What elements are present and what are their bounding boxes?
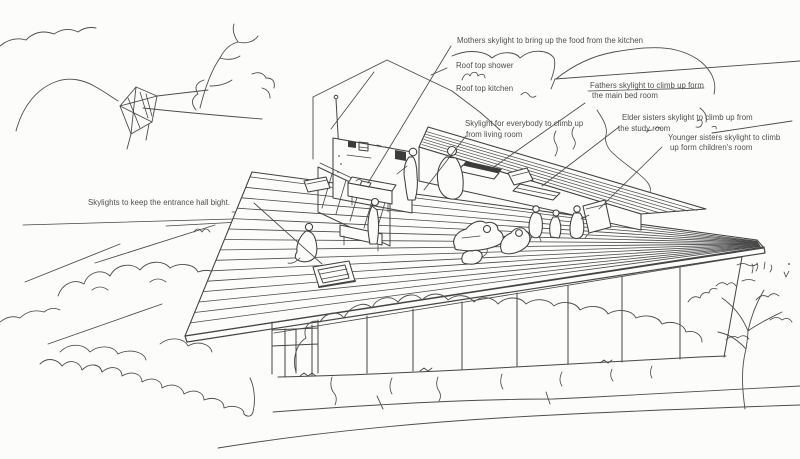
figure-child-2 [549, 209, 562, 239]
mullions [284, 267, 681, 378]
roof-plank-lines [190, 176, 761, 324]
appliance-dark-3 [395, 150, 406, 161]
bushes-bottom-left [39, 338, 255, 417]
plank-line [425, 133, 688, 212]
leader-everybody [423, 135, 467, 191]
label-elder-sisters-line2: the study room [618, 124, 670, 133]
hill-left [15, 78, 119, 132]
peaked-hill-center [312, 59, 501, 160]
road-edge [217, 404, 800, 449]
plank-line [194, 245, 761, 313]
label-mothers-skylight: Mothers skylight to bring up the food fr… [457, 36, 643, 45]
label-fathers-skylight-line1: Fathers skylight to climb up form [590, 81, 704, 90]
figure-seated-kitchen [436, 145, 464, 200]
pylon [119, 86, 158, 150]
appliance-dark-1 [348, 141, 356, 148]
skylight-hatch-entrance [312, 260, 356, 288]
shower-scribble [461, 71, 486, 81]
facade-base [277, 355, 727, 378]
plank-line [245, 186, 758, 242]
plank-line [422, 141, 661, 214]
figure-standing-kitchen [396, 147, 418, 201]
figure-inside-glass [367, 197, 380, 245]
leader-mothers [367, 45, 452, 184]
leaf-glyphs [736, 261, 790, 282]
annotations: Mothers skylight to bring up the food fr… [88, 36, 781, 265]
survey-tick-2 [545, 391, 551, 405]
label-roof-top-kitchen: Roof top kitchen [456, 84, 513, 93]
plank-line [211, 244, 760, 272]
leader-younger [598, 146, 663, 210]
label-roof-top-shower: Roof top shower [456, 61, 514, 70]
leader-fathers [490, 102, 586, 170]
roof-fascia [184, 246, 766, 343]
ridge-line-small [156, 89, 209, 97]
plank-line [203, 245, 760, 292]
base-zigzag [299, 359, 613, 377]
plank-line [198, 245, 761, 303]
plank-line [421, 144, 651, 214]
ground-line-1 [272, 385, 800, 413]
distant-treeline [451, 47, 716, 123]
label-fathers-skylight-line2: the main bed room [592, 91, 658, 100]
ridge-line-right [711, 120, 793, 134]
figures [287, 145, 590, 265]
leader-elder [541, 126, 620, 187]
plank-line [237, 207, 758, 243]
plank-line [423, 138, 670, 213]
skylight-children-lid [582, 199, 612, 239]
upper-deck-plank-lines [421, 131, 698, 214]
label-elder-sisters-line1: Elder sisters skylight to climb up from [622, 113, 753, 122]
kitchen-counter [347, 176, 397, 213]
fathers-underline [587, 87, 705, 92]
skylight-fathers-open [507, 167, 561, 201]
plank-line [207, 244, 760, 282]
plank-line [424, 136, 679, 213]
figures-lounging-center [453, 220, 531, 255]
plank-line [190, 246, 761, 324]
bush-row-facade [294, 293, 703, 373]
survey-tick-1 [376, 395, 384, 410]
foreground [217, 261, 800, 449]
ridge-line-long [550, 60, 800, 90]
plank-line [241, 197, 758, 243]
scrub-near-labels [553, 109, 717, 193]
figure-child-1 [528, 205, 543, 242]
skylight-hatch-upper-left [303, 176, 331, 193]
label-everybody-skylight-line1: Skylight for everybody to climb up [465, 119, 584, 128]
leader-shower [430, 67, 448, 76]
ladder-frame [271, 319, 319, 375]
bush-stems [330, 365, 653, 406]
top-left-scribble [0, 27, 97, 47]
label-entrance-skylights: Skylights to keep the entrance hall bigh… [88, 198, 230, 207]
figure-child-at-lid [569, 205, 590, 239]
background-landscape [0, 23, 800, 417]
slope-lines-left [24, 224, 216, 345]
figure-pet [461, 248, 488, 265]
label-younger-sisters-line1: Younger sisters skylight to climb [668, 133, 781, 142]
facade-fill [272, 249, 764, 377]
tree-right [687, 261, 793, 410]
kitchen-scribble [520, 92, 537, 98]
ground-lines [217, 385, 800, 449]
label-everybody-skylight-line2: from living room [466, 130, 522, 139]
ground-line-from-pylon [142, 107, 263, 120]
leader-entrance [253, 202, 323, 265]
tree-upper-left [192, 23, 275, 111]
label-younger-sisters-line2: up form children's room [670, 143, 752, 152]
